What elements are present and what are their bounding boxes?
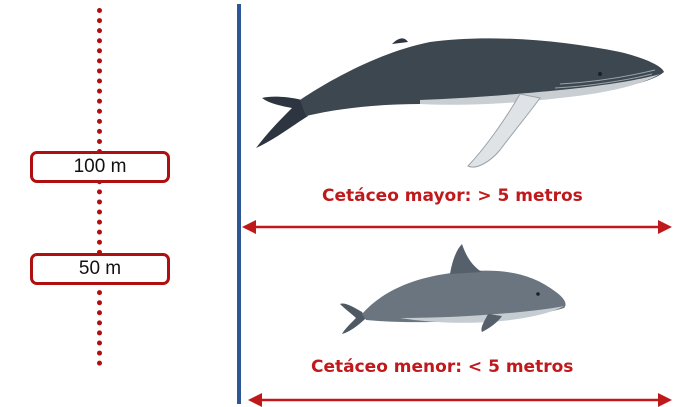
small-cetacean-arrow [0,0,674,407]
